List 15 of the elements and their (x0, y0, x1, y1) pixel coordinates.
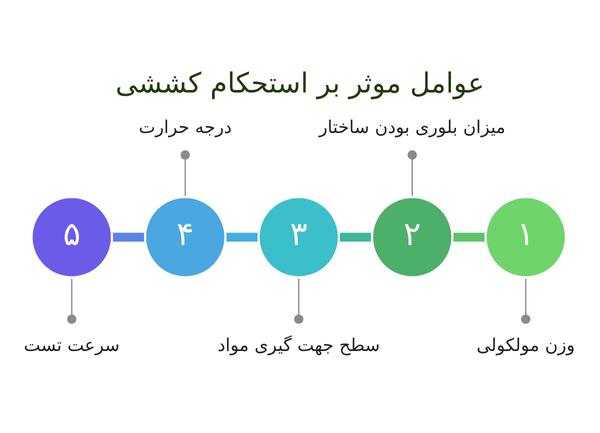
node-text: سرعت تست (24, 335, 120, 356)
connector (408, 150, 417, 196)
node-text: سطح جهت گیری مواد (218, 335, 380, 356)
connector (180, 150, 190, 196)
connector (112, 232, 144, 242)
node-text: درجه حرارت (138, 117, 232, 138)
node-text: میزان بلوری بودن ساختار (318, 117, 506, 138)
connector (453, 232, 485, 242)
connector (521, 278, 530, 324)
connector (294, 278, 304, 324)
connector (67, 278, 76, 324)
connector (340, 232, 372, 242)
connector (226, 232, 258, 242)
node-text: وزن مولکولی (476, 335, 575, 356)
diagram-title: عوامل موثر بر استحکام کششی (116, 66, 484, 99)
